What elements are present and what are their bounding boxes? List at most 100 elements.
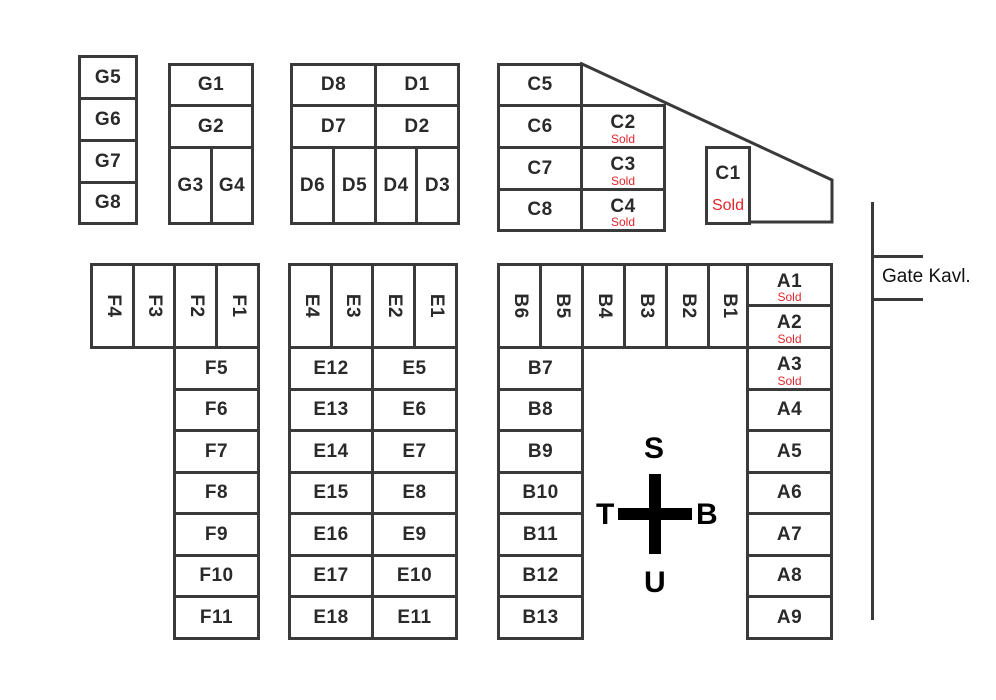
lot-f4[interactable]: F4 <box>90 263 135 349</box>
lot-label: D6 <box>299 174 326 196</box>
lot-a7[interactable]: A7 <box>746 512 833 557</box>
lot-f10[interactable]: F10 <box>173 554 260 598</box>
lot-b2[interactable]: B2 <box>665 263 710 349</box>
lot-f11[interactable]: F11 <box>173 595 260 640</box>
lot-f6[interactable]: F6 <box>173 388 260 432</box>
lot-f8[interactable]: F8 <box>173 471 260 515</box>
lot-label: E18 <box>313 606 349 628</box>
lot-e3[interactable]: E3 <box>330 263 374 349</box>
lot-b5[interactable]: B5 <box>539 263 584 349</box>
lot-e5[interactable]: E5 <box>371 346 458 391</box>
lot-e12[interactable]: E12 <box>288 346 374 391</box>
lot-d2[interactable]: D2 <box>374 104 460 149</box>
lot-label: C6 <box>527 115 553 137</box>
lot-c5[interactable]: C5 <box>497 63 583 107</box>
lot-f1[interactable]: F1 <box>215 263 260 349</box>
lot-b9[interactable]: B9 <box>497 429 584 474</box>
lot-b7[interactable]: B7 <box>497 346 584 391</box>
lot-d3[interactable]: D3 <box>415 146 460 225</box>
lot-c8[interactable]: C8 <box>497 188 583 232</box>
lot-label: D5 <box>341 174 368 196</box>
lot-a8[interactable]: A8 <box>746 554 833 598</box>
lot-label: D4 <box>383 174 409 196</box>
lot-label: F11 <box>199 606 234 628</box>
lot-e1[interactable]: E1 <box>413 263 458 349</box>
lot-a4[interactable]: A4 <box>746 388 833 432</box>
lot-e2[interactable]: E2 <box>371 263 416 349</box>
lot-a5[interactable]: A5 <box>746 429 833 474</box>
lot-d5[interactable]: D5 <box>332 146 377 225</box>
lot-f3[interactable]: F3 <box>132 263 176 349</box>
lot-d4[interactable]: D4 <box>374 146 418 225</box>
sold-badge: Sold <box>610 215 636 229</box>
lot-g5[interactable]: G5 <box>78 55 138 100</box>
lot-b3[interactable]: B3 <box>623 263 668 349</box>
lot-e13[interactable]: E13 <box>288 388 374 432</box>
lot-label: E11 <box>397 606 432 628</box>
lot-b11[interactable]: B11 <box>497 512 584 557</box>
lot-e4[interactable]: E4 <box>288 263 333 349</box>
lot-label: B5 <box>551 293 573 319</box>
lot-b8[interactable]: B8 <box>497 388 584 432</box>
lot-b6[interactable]: B6 <box>497 263 542 349</box>
lot-e18[interactable]: E18 <box>288 595 374 640</box>
lot-label: E3 <box>342 293 363 319</box>
lot-f5[interactable]: F5 <box>173 346 260 391</box>
lot-e10[interactable]: E10 <box>371 554 458 598</box>
lot-c7[interactable]: C7 <box>497 146 583 191</box>
lot-e9[interactable]: E9 <box>371 512 458 557</box>
lot-label: A5 <box>776 440 803 462</box>
lot-e16[interactable]: E16 <box>288 512 374 557</box>
lot-a6[interactable]: A6 <box>746 471 833 515</box>
lot-label: D8 <box>320 74 347 95</box>
lot-g1[interactable]: G1 <box>168 63 254 107</box>
lot-e11[interactable]: E11 <box>371 595 458 640</box>
gate-label: Gate Kavl. <box>882 266 971 287</box>
lot-label: D3 <box>424 174 451 196</box>
lot-e15[interactable]: E15 <box>288 471 374 515</box>
lot-d8[interactable]: D8 <box>290 63 377 107</box>
lot-f9[interactable]: F9 <box>173 512 260 557</box>
lot-b1[interactable]: B1 <box>707 263 751 349</box>
lot-g4[interactable]: G4 <box>210 146 254 225</box>
lot-g8[interactable]: G8 <box>78 181 138 225</box>
lot-label: A8 <box>776 565 803 586</box>
lot-a9[interactable]: A9 <box>746 595 833 640</box>
sold-badge: Sold <box>610 132 636 146</box>
lot-d6[interactable]: D6 <box>290 146 335 225</box>
lot-label: B11 <box>522 523 559 545</box>
lot-label: D2 <box>404 115 430 137</box>
sold-badge: Sold <box>777 290 802 304</box>
lot-label: E16 <box>313 523 349 545</box>
lot-e6[interactable]: E6 <box>371 388 458 432</box>
lot-e7[interactable]: E7 <box>371 429 458 474</box>
lot-label: G6 <box>94 108 122 130</box>
lot-label: F1 <box>227 294 249 318</box>
lot-f7[interactable]: F7 <box>173 429 260 474</box>
lot-e14[interactable]: E14 <box>288 429 374 474</box>
lot-d1[interactable]: D1 <box>374 63 460 107</box>
lot-b10[interactable]: B10 <box>497 471 584 515</box>
lot-b4[interactable]: B4 <box>581 263 626 349</box>
lot-g6[interactable]: G6 <box>78 97 138 142</box>
lot-g7[interactable]: G7 <box>78 139 138 184</box>
lot-d7[interactable]: D7 <box>290 104 377 149</box>
lot-e17[interactable]: E17 <box>288 554 374 598</box>
lot-b13[interactable]: B13 <box>497 595 584 640</box>
lot-f2[interactable]: F2 <box>173 263 218 349</box>
lot-e8[interactable]: E8 <box>371 471 458 515</box>
lot-g2[interactable]: G2 <box>168 104 254 149</box>
lot-c6[interactable]: C6 <box>497 104 583 149</box>
sold-badge: Sold <box>610 174 636 188</box>
lot-b12[interactable]: B12 <box>497 554 584 598</box>
lot-g3[interactable]: G3 <box>168 146 213 225</box>
lot-label: B7 <box>527 357 554 379</box>
